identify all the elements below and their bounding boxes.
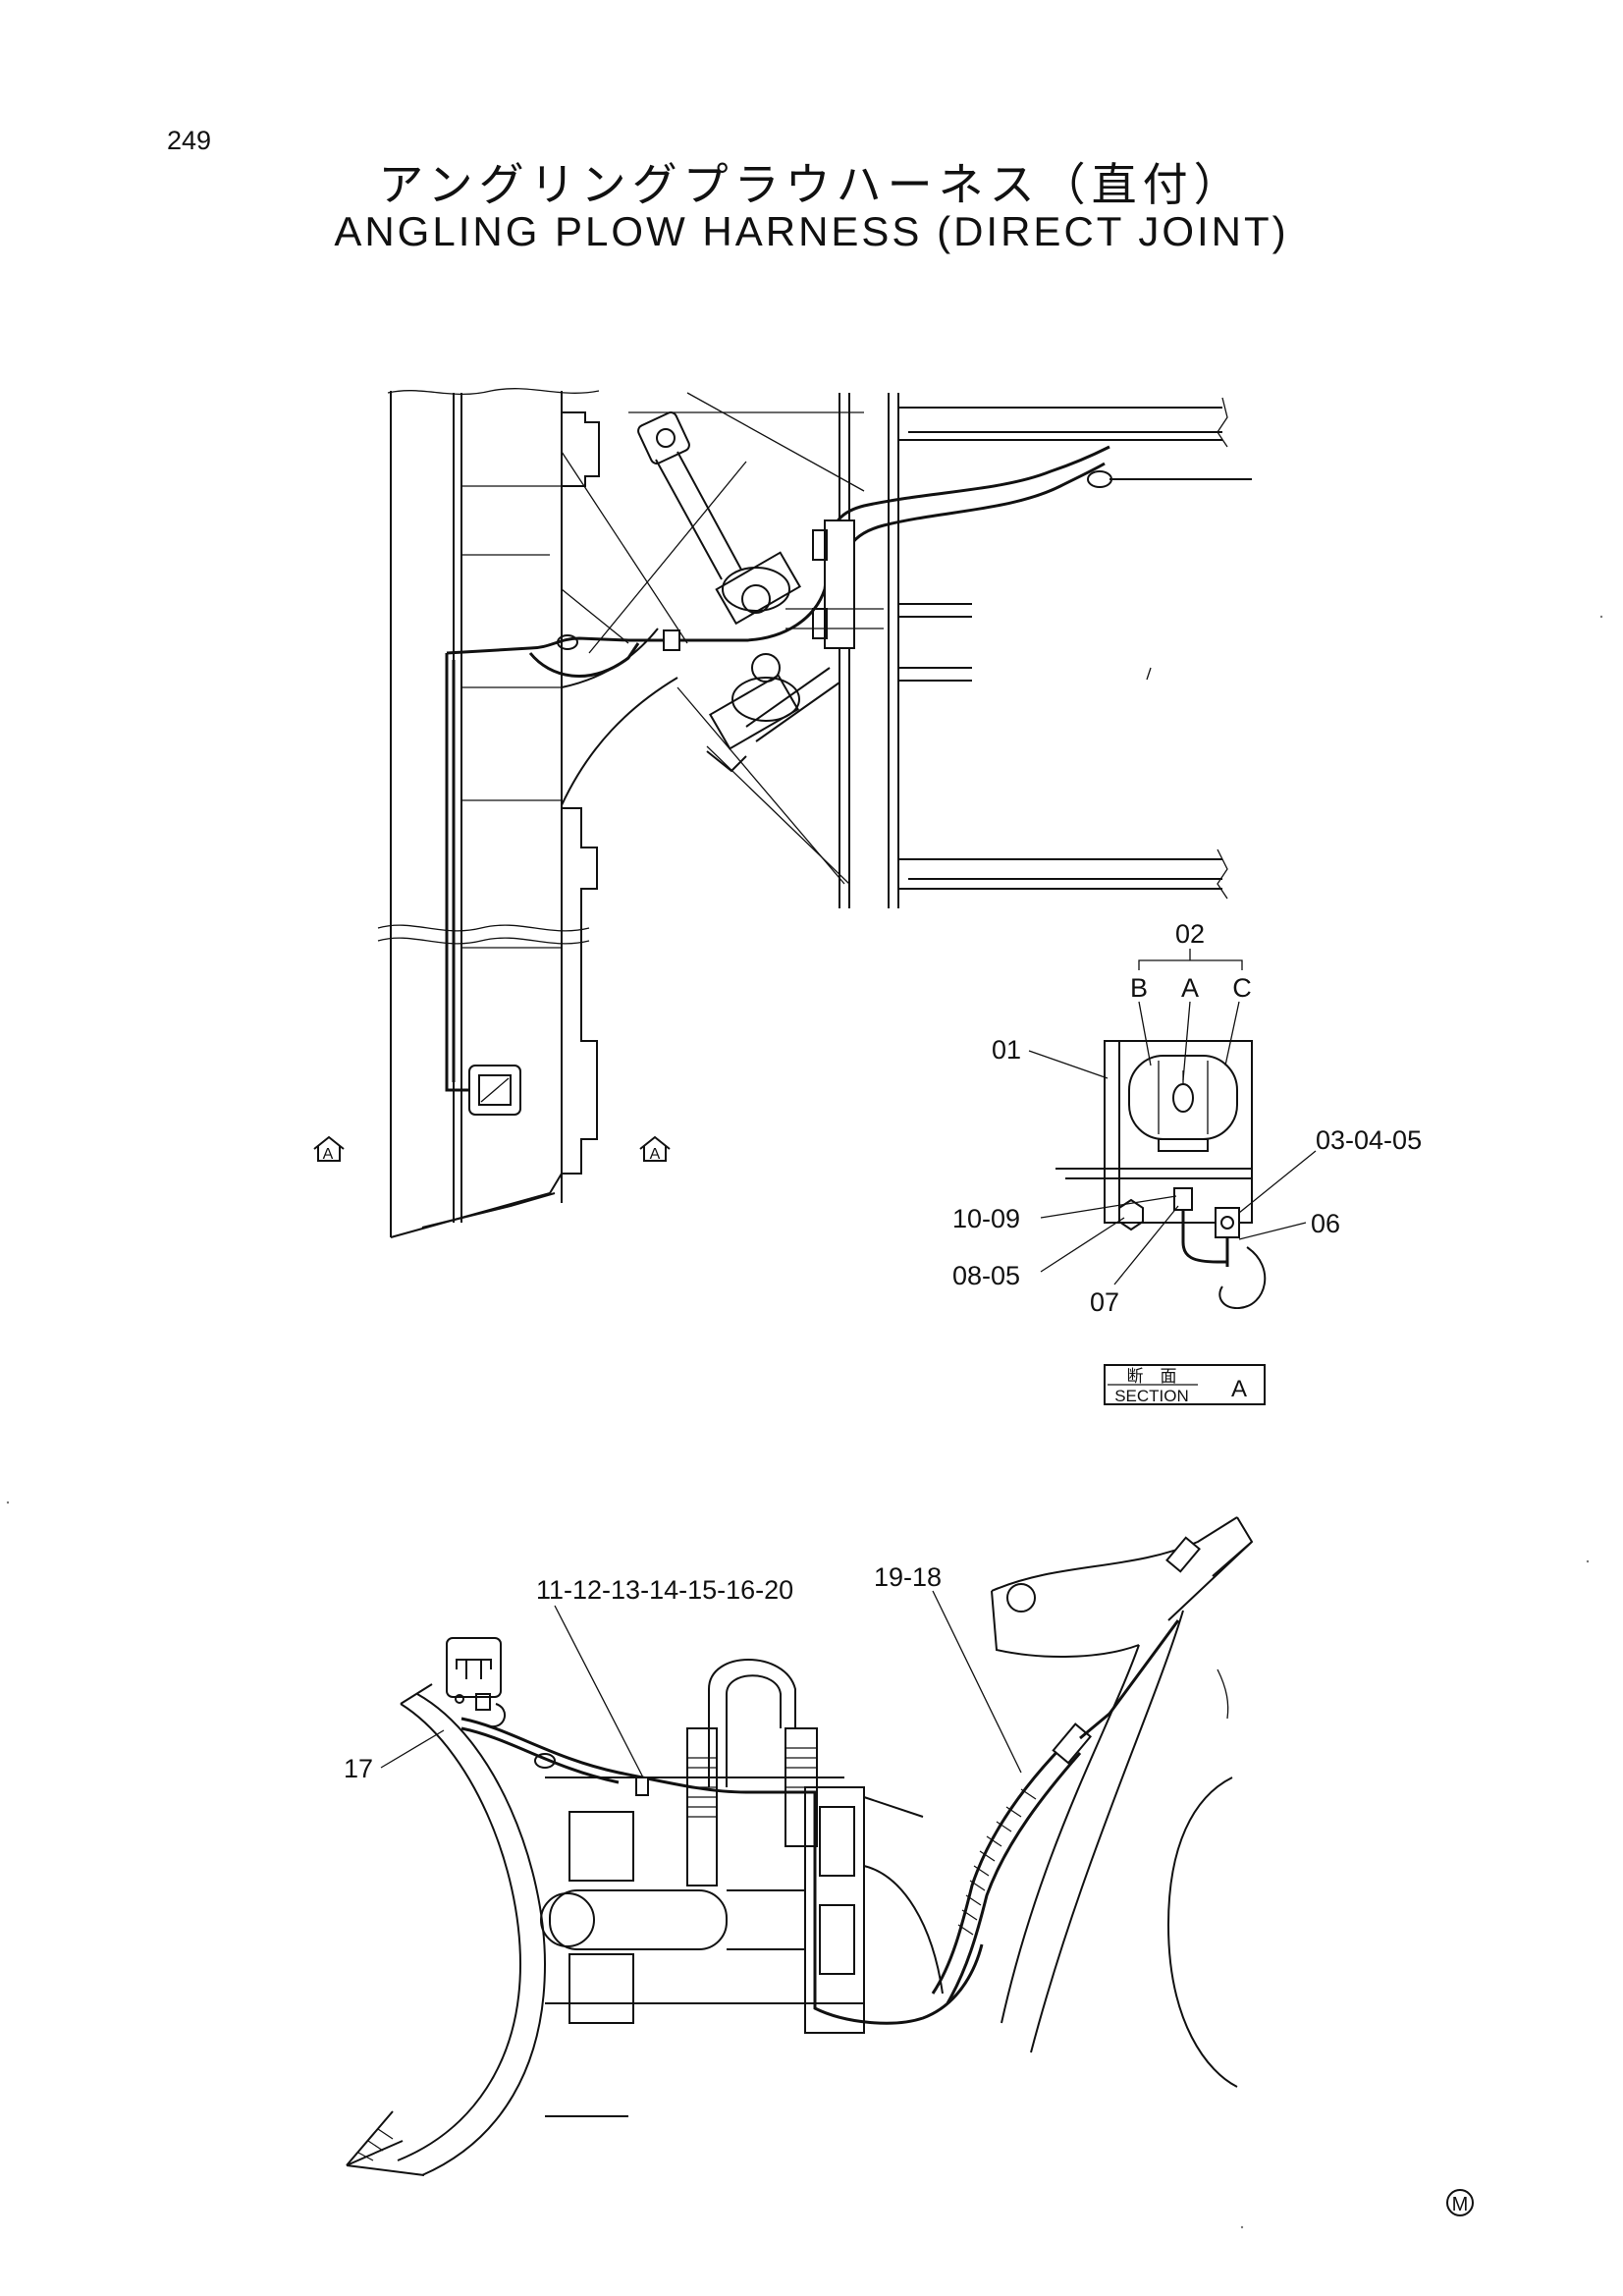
upper-harness-cable: [445, 445, 1252, 1116]
callout-03-04-05: 03-04-05: [1316, 1125, 1422, 1155]
view-marker-left: A: [323, 1146, 334, 1163]
mark-letter: M: [1452, 2194, 1469, 2215]
lower-cylinder-link: [706, 653, 840, 773]
blade-connector-box: [446, 1637, 506, 1728]
callout-10-09: 10-09: [952, 1204, 1020, 1233]
upper-cylinder-link: [637, 411, 802, 626]
boom-hose: [931, 1536, 1201, 2004]
title-japanese: アングリングプラウハーネス（直付）: [378, 158, 1245, 211]
callout-A: A: [1181, 973, 1199, 1003]
view-arrow-left: A: [313, 1135, 345, 1163]
lower-harness-cable: [460, 1619, 1180, 2025]
title-english: ANGLING PLOW HARNESS (DIRECT JOINT): [334, 208, 1289, 254]
section-label-en: SECTION: [1114, 1387, 1189, 1405]
page-number: 249: [167, 126, 212, 155]
circled-m-mark: M: [1446, 2189, 1474, 2216]
section-a-label: 断 面 SECTION A: [1104, 1364, 1266, 1405]
callout-06: 06: [1311, 1209, 1340, 1238]
callout-07: 07: [1090, 1287, 1119, 1317]
coil-hoses: [686, 1659, 818, 1886]
callout-08-05: 08-05: [952, 1261, 1020, 1290]
callout-17: 17: [344, 1754, 373, 1783]
callout-02: 02: [1175, 919, 1205, 949]
view-arrow-right: A: [639, 1135, 671, 1163]
upper-assembly-view: A A: [313, 388, 1252, 1238]
lower-assembly-view: 11-12-13-14-15-16-20 19-18 17: [344, 1516, 1254, 2176]
connector-block: [824, 519, 855, 649]
callout-11-20: 11-12-13-14-15-16-20: [536, 1575, 793, 1605]
section-a-detail: 02 B A C 01 03-04-05 10-09 06 08-05 07 断…: [952, 919, 1422, 1405]
callout-19-18: 19-18: [874, 1562, 942, 1592]
callout-01: 01: [992, 1035, 1021, 1065]
callout-B: B: [1130, 973, 1148, 1003]
view-marker-right: A: [650, 1146, 661, 1163]
callout-C: C: [1232, 973, 1252, 1003]
section-label-letter: A: [1231, 1376, 1247, 1402]
section-label-jp: 断 面: [1127, 1367, 1177, 1386]
right-arms: [898, 397, 1228, 900]
